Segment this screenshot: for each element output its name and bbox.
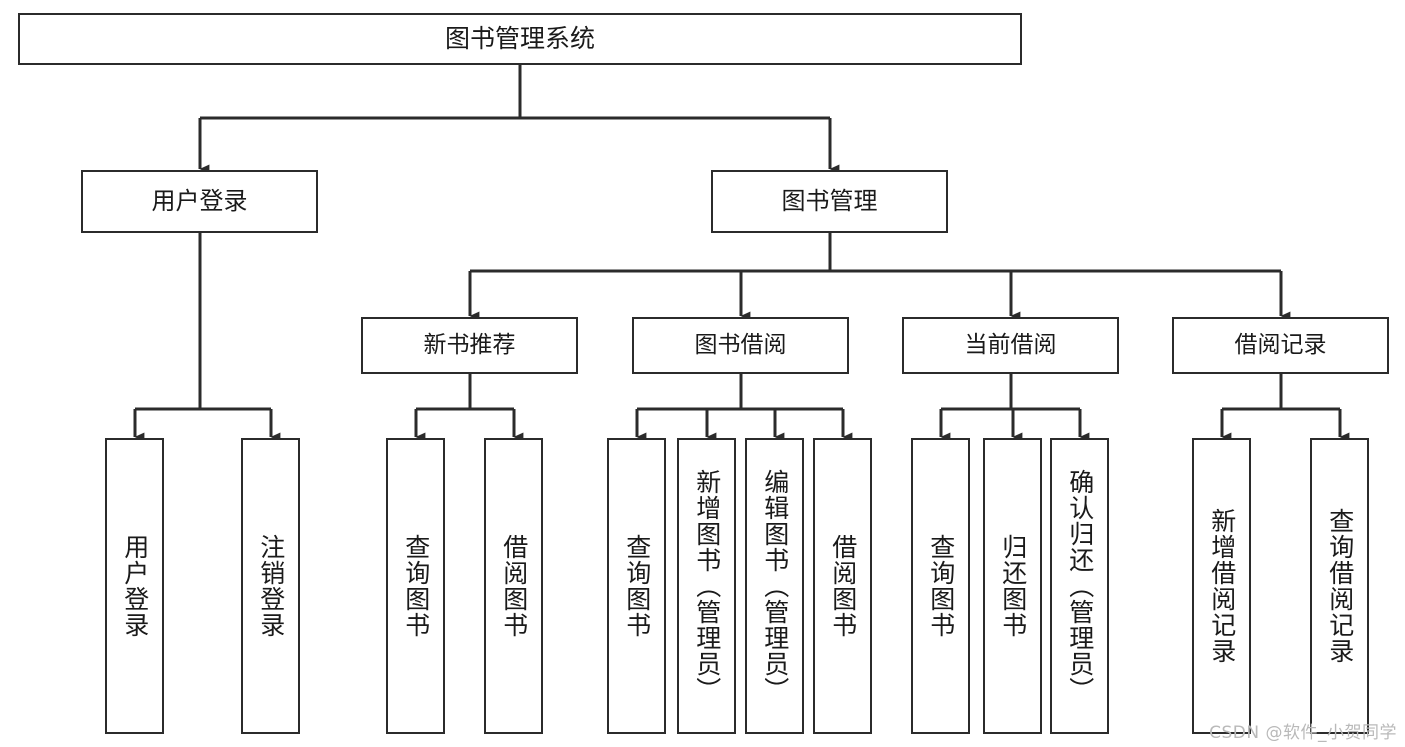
node-label: 借阅记录 bbox=[1234, 331, 1327, 358]
node-leaf-8[interactable]: 借阅图书 bbox=[813, 438, 872, 734]
node-label: 新增借阅记录 bbox=[1207, 508, 1237, 664]
node-new-book-rec[interactable]: 新书推荐 bbox=[361, 317, 578, 374]
node-user-login[interactable]: 用户登录 bbox=[81, 170, 318, 233]
node-label: 用户登录 bbox=[151, 187, 248, 216]
node-label: 编辑图书（管理员） bbox=[760, 469, 790, 703]
node-label: 图书管理系统 bbox=[444, 24, 595, 54]
node-leaf-3[interactable]: 查询图书 bbox=[386, 438, 445, 734]
node-book-manage[interactable]: 图书管理 bbox=[711, 170, 948, 233]
node-leaf-12[interactable]: 新增借阅记录 bbox=[1192, 438, 1251, 734]
node-label: 借阅图书 bbox=[499, 534, 529, 638]
node-label: 用户登录 bbox=[120, 534, 150, 638]
node-leaf-13[interactable]: 查询借阅记录 bbox=[1310, 438, 1369, 734]
node-label: 查询借阅记录 bbox=[1325, 508, 1355, 664]
node-leaf-6[interactable]: 新增图书（管理员） bbox=[677, 438, 736, 734]
node-label: 图书管理 bbox=[781, 187, 878, 216]
node-label: 确认归还（管理员） bbox=[1065, 469, 1095, 703]
node-label: 查询图书 bbox=[926, 534, 956, 638]
csdn-watermark: CSDN @软件_小贺同学 bbox=[1209, 723, 1397, 743]
connector-lines bbox=[133, 65, 1350, 442]
node-label: 当前借阅 bbox=[964, 331, 1057, 358]
node-current-borrow[interactable]: 当前借阅 bbox=[902, 317, 1119, 374]
node-label: 新增图书（管理员） bbox=[692, 469, 722, 703]
node-leaf-1[interactable]: 用户登录 bbox=[105, 438, 164, 734]
node-label: 新书推荐 bbox=[423, 331, 516, 358]
node-label: 借阅图书 bbox=[828, 534, 858, 638]
node-leaf-11[interactable]: 确认归还（管理员） bbox=[1050, 438, 1109, 734]
node-leaf-2[interactable]: 注销登录 bbox=[241, 438, 300, 734]
node-leaf-9[interactable]: 查询图书 bbox=[911, 438, 970, 734]
node-label: 注销登录 bbox=[256, 534, 286, 638]
node-label: 查询图书 bbox=[622, 534, 652, 638]
node-leaf-7[interactable]: 编辑图书（管理员） bbox=[745, 438, 804, 734]
node-root[interactable]: 图书管理系统 bbox=[18, 13, 1022, 65]
node-borrow-record[interactable]: 借阅记录 bbox=[1172, 317, 1389, 374]
node-label: 图书借阅 bbox=[694, 331, 787, 358]
node-leaf-4[interactable]: 借阅图书 bbox=[484, 438, 543, 734]
node-leaf-10[interactable]: 归还图书 bbox=[983, 438, 1042, 734]
node-label: 查询图书 bbox=[401, 534, 431, 638]
node-label: 归还图书 bbox=[998, 534, 1028, 638]
node-leaf-5[interactable]: 查询图书 bbox=[607, 438, 666, 734]
node-book-borrow[interactable]: 图书借阅 bbox=[632, 317, 849, 374]
